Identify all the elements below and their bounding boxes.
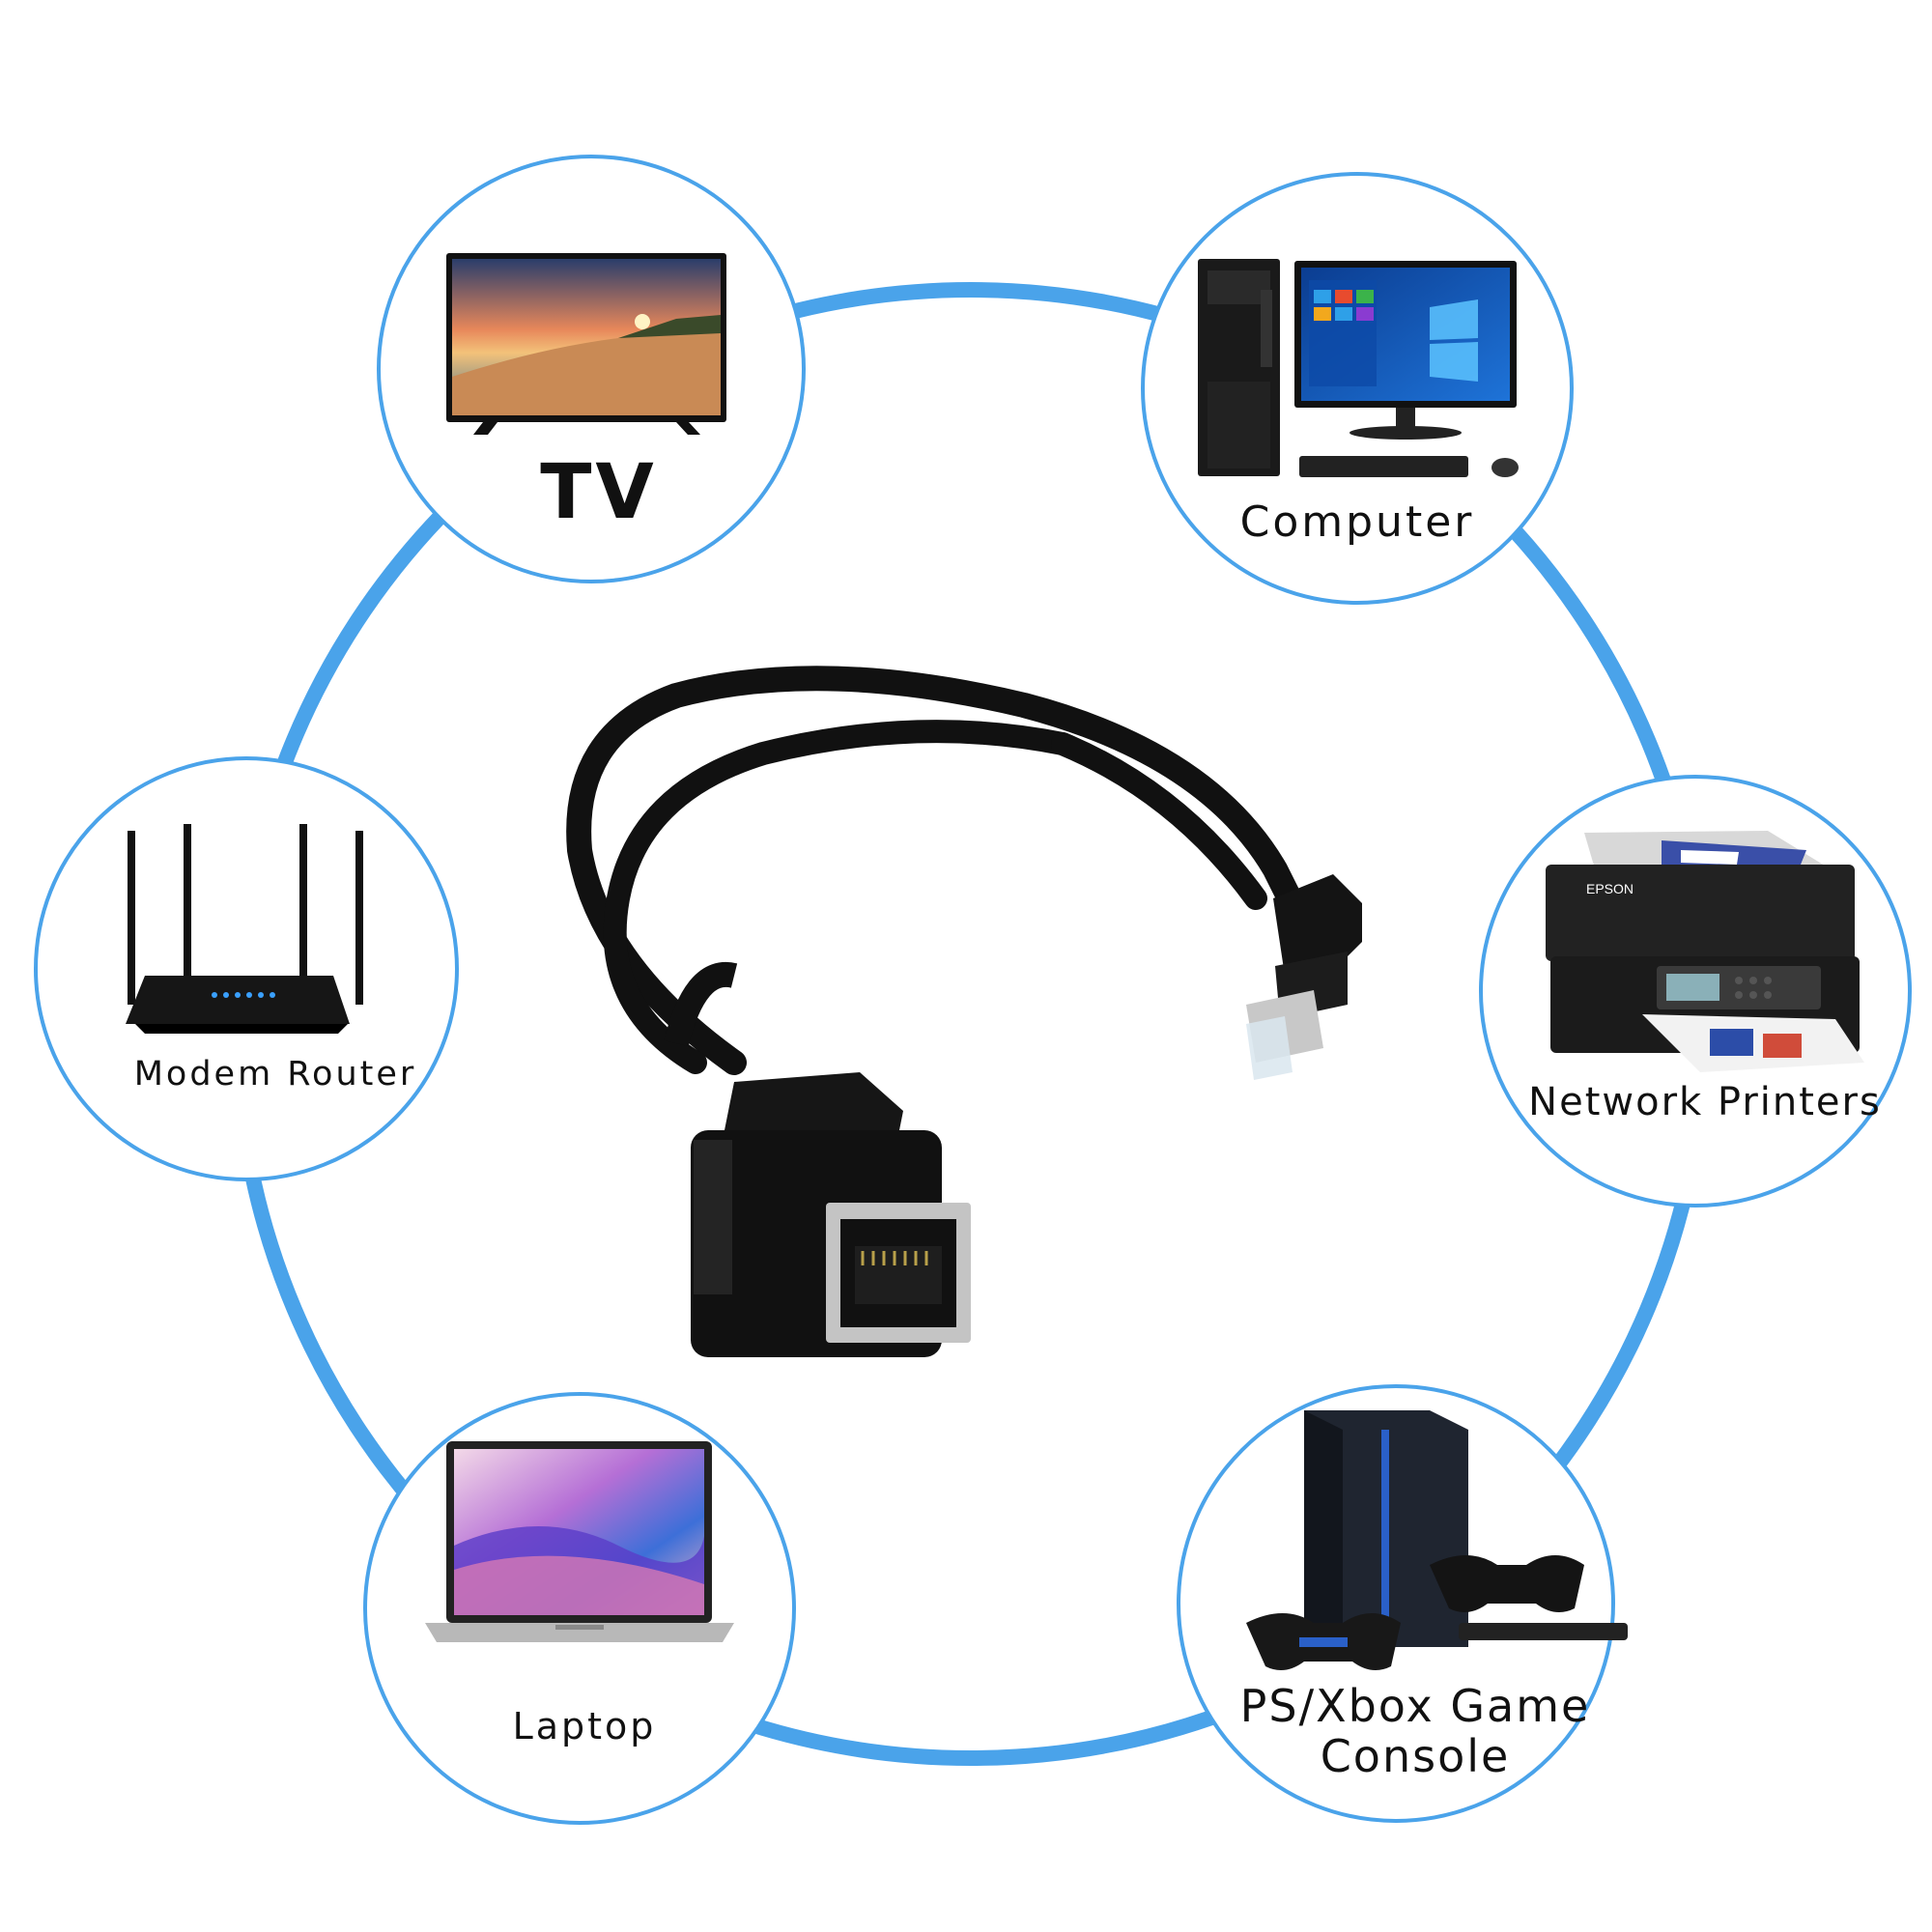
router-icon bbox=[126, 824, 363, 1034]
game-console-icon bbox=[1246, 1410, 1628, 1670]
printer-icon: EPSON bbox=[1546, 831, 1864, 1072]
svg-text:EPSON: EPSON bbox=[1586, 881, 1634, 896]
tv-label: TV bbox=[540, 449, 658, 536]
network-printers-label: Network Printers bbox=[1528, 1080, 1882, 1124]
ethernet-extension-cable-icon bbox=[566, 666, 1362, 1357]
game-console-label-line2: Console bbox=[1320, 1730, 1511, 1782]
game-console-label: PS/Xbox Game Console bbox=[1188, 1681, 1642, 1781]
desktop-computer-icon bbox=[1198, 259, 1519, 477]
router-node-circle bbox=[34, 756, 459, 1181]
laptop-icon bbox=[425, 1441, 734, 1642]
computer-label: Computer bbox=[1239, 497, 1475, 547]
laptop-label: Laptop bbox=[512, 1705, 657, 1747]
modem-router-label: Modem Router bbox=[133, 1055, 417, 1094]
tv-icon bbox=[446, 253, 726, 435]
game-console-label-line1: PS/Xbox Game bbox=[1239, 1680, 1591, 1732]
